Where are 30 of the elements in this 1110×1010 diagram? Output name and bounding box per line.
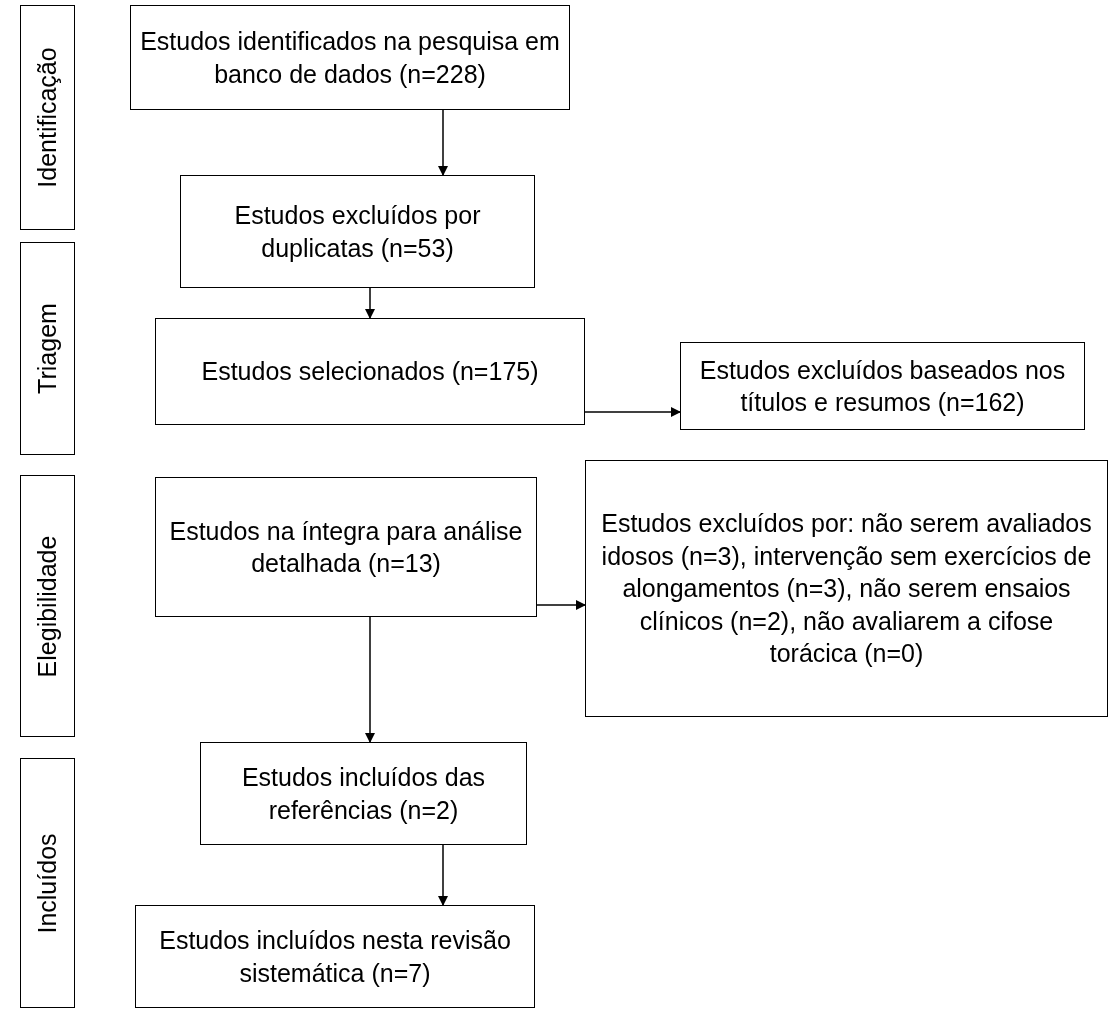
arrow	[584, 407, 681, 417]
box-text: Estudos incluídos das referências (n=2)	[240, 762, 487, 826]
process-box	[130, 5, 570, 110]
box-text: Estudos excluídos baseados nos títulos e resumos (n=162)	[698, 354, 1067, 418]
phase-label: Triagem	[35, 303, 60, 394]
phase-band	[20, 242, 75, 455]
process-box	[680, 342, 1085, 430]
arrow	[365, 616, 375, 743]
phase-band	[20, 475, 75, 737]
phase-band	[20, 5, 75, 230]
process-box	[135, 905, 535, 1008]
phase-label: Incluídos	[35, 832, 60, 934]
arrow	[536, 600, 586, 610]
process-box	[200, 742, 527, 845]
phase-label: Identificação	[35, 47, 60, 188]
process-box	[180, 175, 535, 288]
arrow	[438, 109, 448, 176]
box-text: Estudos incluídos nesta revisão sistemática (n=7)	[158, 925, 512, 989]
box-text: Estudos na íntegra para análise detalhada (n=13)	[168, 515, 524, 579]
box-text: Estudos selecionados (n=175)	[200, 356, 540, 388]
process-box	[155, 318, 585, 425]
process-box	[155, 477, 537, 617]
box-text: Estudos excluídos por: não serem avaliados idosos (n=3), intervenção sem exercícios de alongamentos (n=3), não serem ensaios clínicos (n=2), não avaliarem a cifose torácica (n=0)	[600, 508, 1093, 670]
process-box	[585, 460, 1108, 717]
box-text: Estudos excluídos por duplicatas (n=53)	[233, 200, 482, 264]
arrow	[438, 844, 448, 906]
phase-band	[20, 758, 75, 1008]
phase-label: Elegibilidade	[35, 535, 60, 677]
box-text: Estudos identificados na pesquisa em banco de dados (n=228)	[139, 26, 561, 90]
arrow	[365, 287, 375, 319]
